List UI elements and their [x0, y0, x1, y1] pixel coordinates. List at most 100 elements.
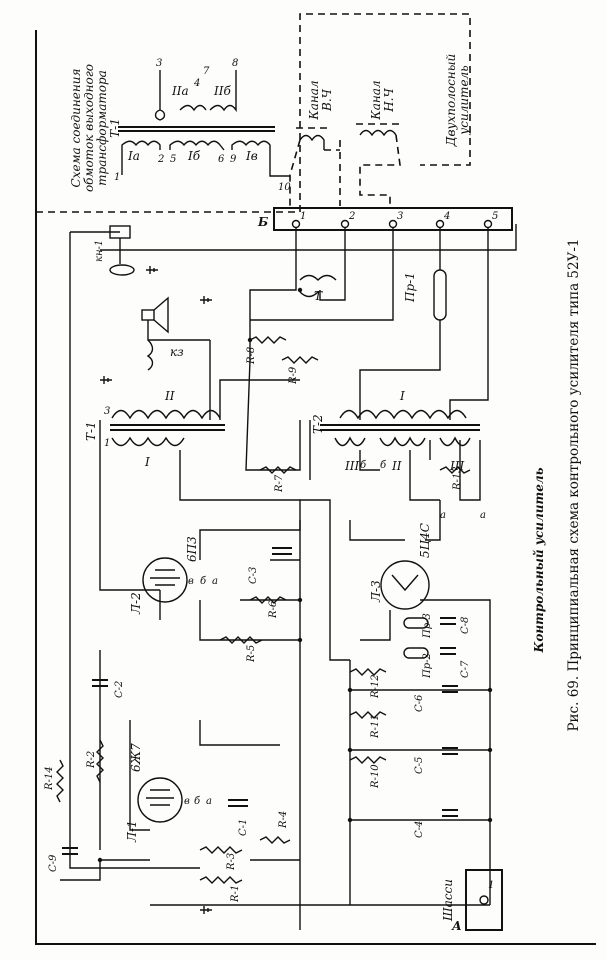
- inset-title-line-3: трансформатора: [95, 70, 109, 186]
- pin-letter-v-1: в: [188, 576, 194, 587]
- inset-pin-7: 7: [203, 66, 210, 77]
- resistor-r14-label: R-14: [44, 766, 55, 791]
- block-a-label: А: [451, 919, 462, 933]
- capacitor-c7-label: С-7: [460, 660, 471, 678]
- inset-transformer: 1 2 5 6 9 10 3 4 7 8 Iа Iб Iв IIа IIб: [114, 58, 291, 193]
- inset-divider: [36, 13, 471, 213]
- pin-letter-a-3: а: [440, 510, 446, 521]
- tube-l1-ref: Л-1: [125, 820, 139, 843]
- transformer-t2-ref: Т-2: [311, 414, 325, 434]
- capacitor-c7: С-7: [440, 647, 471, 678]
- resistor-r12: [349, 668, 387, 676]
- capacitor-c4: С-4: [414, 809, 458, 838]
- resistor-r11: [349, 711, 387, 719]
- transformer-t-ref: Т: [314, 289, 323, 303]
- speaker-label: кз: [170, 345, 184, 359]
- terminal-block-a: 1 А Шасси: [441, 869, 503, 933]
- figure-caption: Рис. 69. Принципиальная схема контрольно…: [566, 238, 582, 731]
- terminal-4-label: 4: [443, 211, 450, 222]
- inset-winding-ia: Iа: [127, 149, 140, 163]
- tube-l3: Л-3 5Ц4С: [369, 523, 432, 610]
- resistor-r13: [439, 466, 471, 474]
- tube-l2: Л-2 6П3: [129, 536, 199, 615]
- t1-pin-1: 1: [104, 438, 110, 449]
- pin-letter-b-4: б: [380, 460, 387, 471]
- capacitor-c2: С-2: [92, 679, 125, 698]
- resistor-r1: [199, 876, 243, 884]
- transformer-t1-ref: Т-1: [84, 421, 98, 441]
- resistors: R-14 R-2 R-1 R-3 R-4 R-5 R-6 R-7 R-8 R-9…: [44, 336, 471, 903]
- dual-band-label-1: Двухполосный: [444, 54, 458, 147]
- transformer-t2-winding-i: I: [399, 389, 405, 403]
- capacitor-c8: С-8: [440, 617, 471, 634]
- junction-dots: [97, 287, 493, 863]
- inset-winding-ib: Iб: [187, 149, 201, 163]
- inset-winding-iib: IIб: [213, 84, 231, 98]
- capacitor-c1-label: С-1: [238, 819, 249, 836]
- tube-l3-type: 5Ц4С: [418, 523, 432, 558]
- resistor-r14: [56, 759, 64, 803]
- block-b-label: Б: [257, 215, 268, 229]
- terminal-4: [435, 219, 445, 229]
- tube-l1: Л-1 6Ж7: [125, 743, 183, 843]
- switch-label: кн-1: [94, 240, 105, 262]
- pin-letter-b-2: б: [194, 796, 201, 807]
- terminal-1: [291, 219, 301, 229]
- inset-pin-4: 4: [193, 78, 200, 89]
- fuse-pr3: [403, 617, 429, 629]
- inset-winding-iia: IIа: [171, 84, 189, 98]
- terminal-5: [483, 219, 493, 229]
- channel-lf-label-1: Канал: [369, 80, 383, 120]
- resistor-r2: [96, 739, 104, 783]
- block-a-pin-1: 1: [488, 880, 494, 891]
- resistor-r2-label: R-2: [86, 751, 97, 769]
- tube-l1-type: 6Ж7: [129, 743, 143, 772]
- resistor-r7: [259, 466, 297, 474]
- inset-pin-9: 9: [230, 154, 237, 165]
- ground-icon: [100, 266, 212, 914]
- resistor-r10-label: R-10: [370, 764, 381, 789]
- transformer-t2-winding-iii-a: III: [344, 459, 359, 473]
- inset-pin-2: 2: [157, 154, 164, 165]
- pin-letter-b-1: б: [200, 576, 207, 587]
- resistor-r1-label: R-1: [230, 885, 241, 903]
- capacitor-c8-label: С-8: [460, 617, 471, 634]
- resistor-r10: [349, 756, 387, 764]
- transformer-t2: Т-2 I II III III: [311, 389, 480, 473]
- pin-letter-v-2: в: [184, 796, 190, 807]
- transformer-t2-winding-ii: II: [391, 459, 402, 473]
- resistor-r9-label: R-9: [288, 366, 299, 385]
- capacitor-c5: С-5: [414, 747, 458, 774]
- terminal-block-b: Б 1 2 3 4 5: [257, 207, 513, 231]
- inset-pin-6: 6: [218, 154, 225, 165]
- pin-letter-a-2: а: [206, 796, 212, 807]
- resistor-r3-label: R-3: [226, 853, 237, 871]
- chassis-label: Шасси: [441, 879, 455, 922]
- transformer-t-small: Т: [299, 274, 337, 303]
- pin-letter-b-3: б: [360, 460, 367, 471]
- capacitor-c3-label: С-3: [248, 567, 259, 584]
- capacitor-c6: С-6: [414, 685, 458, 712]
- pin-letter-a-4: а: [480, 510, 486, 521]
- block-a-terminal: [479, 895, 489, 905]
- resistor-r9: [281, 356, 319, 364]
- transformer-t1-primary: I: [144, 455, 150, 469]
- pin-letter-a-1: а: [212, 576, 218, 587]
- terminal-2-label: 2: [348, 211, 355, 222]
- resistor-r4-label: R-4: [278, 811, 289, 829]
- fuse-pr3-label: Пр-3: [422, 613, 433, 639]
- resistor-r6: [249, 596, 287, 604]
- resistor-r5: [219, 636, 263, 644]
- capacitor-c1: С-1: [228, 799, 249, 836]
- channel-hf-label-2: В.Ч: [320, 88, 334, 112]
- inset-pin-1: 1: [114, 172, 120, 183]
- fuse-pr2: [403, 647, 429, 659]
- inset-title-line-2: обмоток выходного: [82, 64, 96, 192]
- resistor-r6-label: R-6: [268, 600, 279, 619]
- capacitor-c3: С-3: [248, 547, 292, 584]
- dual-band-label-2: усилитель: [457, 65, 471, 135]
- fuse-pr1: [433, 269, 447, 321]
- inset-title: Схема соединения обмоток выходного транс…: [69, 64, 122, 192]
